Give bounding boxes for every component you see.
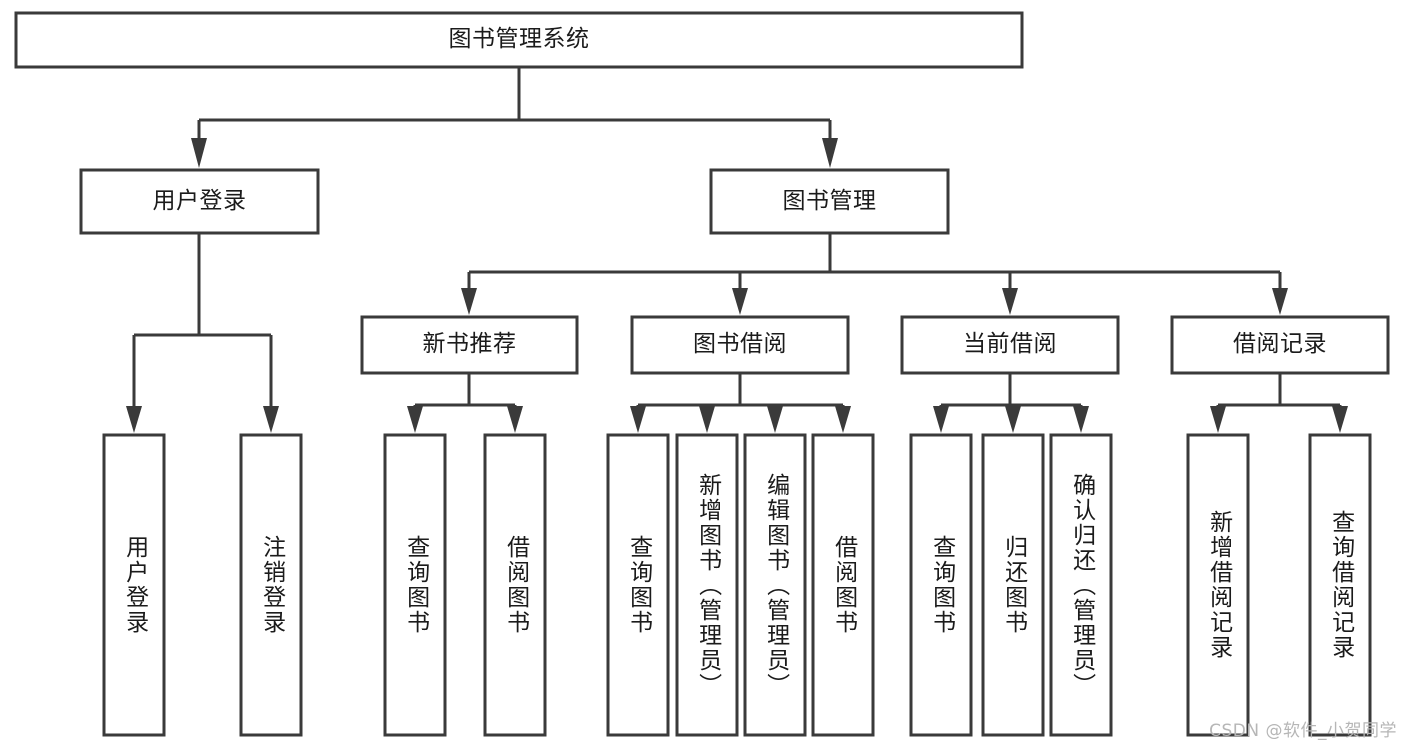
arrowhead-leaf-user-login — [126, 406, 142, 433]
edge-group-user-login — [126, 233, 279, 433]
arrowhead-leaf-query-book-2 — [630, 406, 646, 433]
arrowhead-leaf-borrow-book-1 — [507, 406, 523, 433]
edge-group-borrow-record — [1210, 373, 1348, 433]
arrowhead-current-borrow — [1002, 288, 1018, 315]
arrowhead-leaf-add-book — [699, 406, 715, 433]
arrowhead-borrow-record — [1272, 288, 1288, 315]
node-box-current-borrow[interactable] — [900, 315, 1120, 375]
csdn-watermark: CSDN @软件_小贺同学 — [1209, 721, 1397, 741]
arrowhead-leaf-edit-book — [767, 406, 783, 433]
edge-group-book-manage — [461, 233, 1288, 315]
arrowhead-leaf-query-record — [1332, 406, 1348, 433]
edge-group-book-borrow — [630, 373, 851, 433]
arrowhead-leaf-logout — [263, 406, 279, 433]
node-box-book-manage[interactable] — [709, 168, 950, 235]
node-box-leaf-borrow-book-1[interactable] — [483, 433, 547, 737]
node-box-leaf-add-record[interactable] — [1186, 433, 1250, 737]
arrowhead-book-manage — [822, 138, 838, 168]
node-box-user-login[interactable] — [79, 168, 320, 235]
arrowhead-leaf-borrow-book-2 — [835, 406, 851, 433]
node-box-borrow-record[interactable] — [1170, 315, 1390, 375]
node-box-new-book-rec[interactable] — [360, 315, 579, 375]
edge-group-new-book-rec — [407, 373, 523, 433]
arrowhead-book-borrow — [732, 288, 748, 315]
arrowhead-leaf-query-book-1 — [407, 406, 423, 433]
node-box-book-borrow[interactable] — [630, 315, 850, 375]
node-box-leaf-return-book[interactable] — [981, 433, 1045, 737]
node-box-leaf-edit-book[interactable] — [743, 433, 807, 737]
node-box-leaf-query-book-3[interactable] — [909, 433, 973, 737]
arrowhead-leaf-query-book-3 — [933, 406, 949, 433]
node-box-leaf-query-book-1[interactable] — [383, 433, 447, 737]
node-box-root[interactable] — [14, 11, 1024, 69]
node-box-leaf-add-book[interactable] — [675, 433, 739, 737]
node-box-leaf-query-book-2[interactable] — [606, 433, 670, 737]
node-box-leaf-logout[interactable] — [239, 433, 303, 737]
node-box-leaf-borrow-book-2[interactable] — [811, 433, 875, 737]
arrowhead-new-book-rec — [461, 288, 477, 315]
arrowhead-user-login — [191, 138, 207, 168]
arrowhead-leaf-add-record — [1210, 406, 1226, 433]
node-box-leaf-confirm-return[interactable] — [1049, 433, 1113, 737]
arrowhead-leaf-return-book — [1005, 406, 1021, 433]
arrowhead-leaf-confirm-return — [1073, 406, 1089, 433]
node-box-leaf-user-login[interactable] — [102, 433, 166, 737]
node-box-leaf-query-record[interactable] — [1308, 433, 1372, 737]
edge-group-current-borrow — [933, 373, 1089, 433]
edge-group-root — [191, 67, 838, 168]
